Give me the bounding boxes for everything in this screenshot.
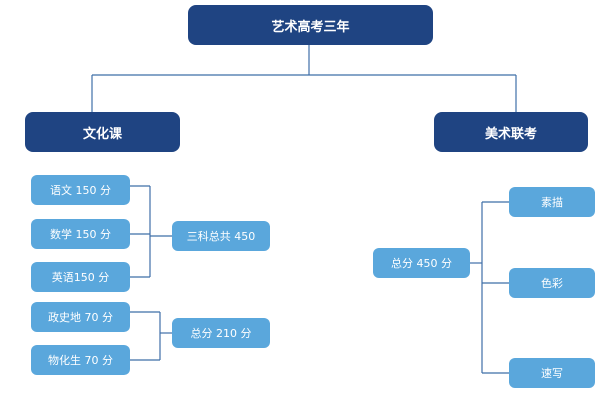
subject-math: 数学 150 分 bbox=[31, 219, 130, 249]
art-node: 美术联考 bbox=[434, 112, 588, 152]
subject-chinese: 语文 150 分 bbox=[31, 175, 130, 205]
art-quick-sketch: 速写 bbox=[509, 358, 595, 388]
subject-physics-chemistry-biology: 物化生 70 分 bbox=[31, 345, 130, 375]
art-sketch: 素描 bbox=[509, 187, 595, 217]
subject-politics-history-geography: 政史地 70 分 bbox=[31, 302, 130, 332]
culture-node: 文化课 bbox=[25, 112, 180, 152]
group-b-total: 总分 210 分 bbox=[172, 318, 270, 348]
subject-english: 英语150 分 bbox=[31, 262, 130, 292]
art-total: 总分 450 分 bbox=[373, 248, 470, 278]
art-color: 色彩 bbox=[509, 268, 595, 298]
root-node: 艺术高考三年 bbox=[188, 5, 433, 45]
group-a-total: 三科总共 450 bbox=[172, 221, 270, 251]
